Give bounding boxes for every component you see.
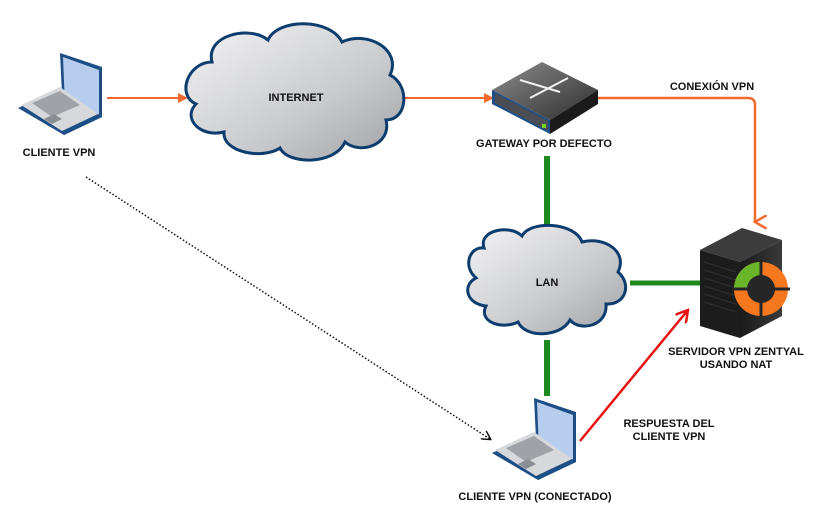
client-connected-label: CLIENTE VPN (CONECTADO) — [458, 491, 612, 503]
edge-dotted-transition — [85, 176, 490, 439]
lan-cloud-icon — [466, 223, 628, 336]
internet-cloud-icon — [184, 22, 406, 162]
client-vpn-label: CLIENTE VPN — [22, 147, 96, 159]
edge-vpn-connection — [596, 96, 755, 222]
gateway-label: GATEWAY POR DEFECTO — [476, 138, 612, 150]
internet-label: INTERNET — [268, 92, 324, 104]
server-label-line2: USANDO NAT — [699, 359, 773, 371]
response-label-line1: RESPUESTA DEL — [623, 418, 715, 430]
laptop-connected-icon — [492, 398, 576, 480]
server-label-line1: SERVIDOR VPN ZENTYAL — [668, 346, 804, 358]
edge-client-response — [579, 310, 688, 442]
lan-label: LAN — [535, 277, 559, 289]
response-label-line2: CLIENTE VPN — [632, 431, 706, 443]
vpn-connection-label: CONEXIÓN VPN — [669, 81, 755, 93]
zentyal-server-icon — [700, 228, 790, 338]
laptop-icon — [18, 53, 102, 135]
network-switch-icon — [492, 62, 598, 134]
